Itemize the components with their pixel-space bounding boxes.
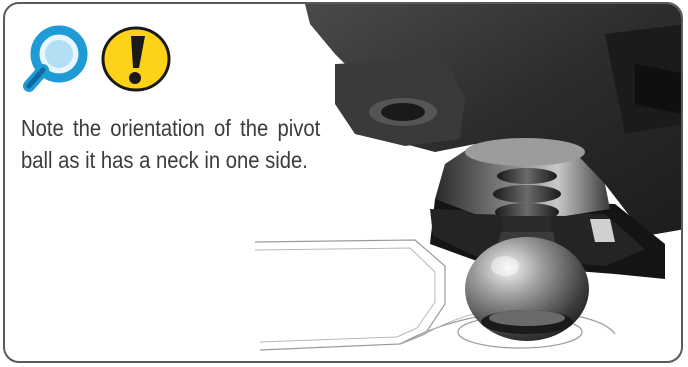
note-panel: Note the orientation of the pivot ball a…: [3, 2, 683, 363]
exclamation-icon: [99, 24, 173, 94]
icon-group: [19, 24, 189, 94]
magnifier-icon: [19, 24, 95, 94]
note-text: Note the orientation of the pivot ball a…: [21, 112, 320, 176]
